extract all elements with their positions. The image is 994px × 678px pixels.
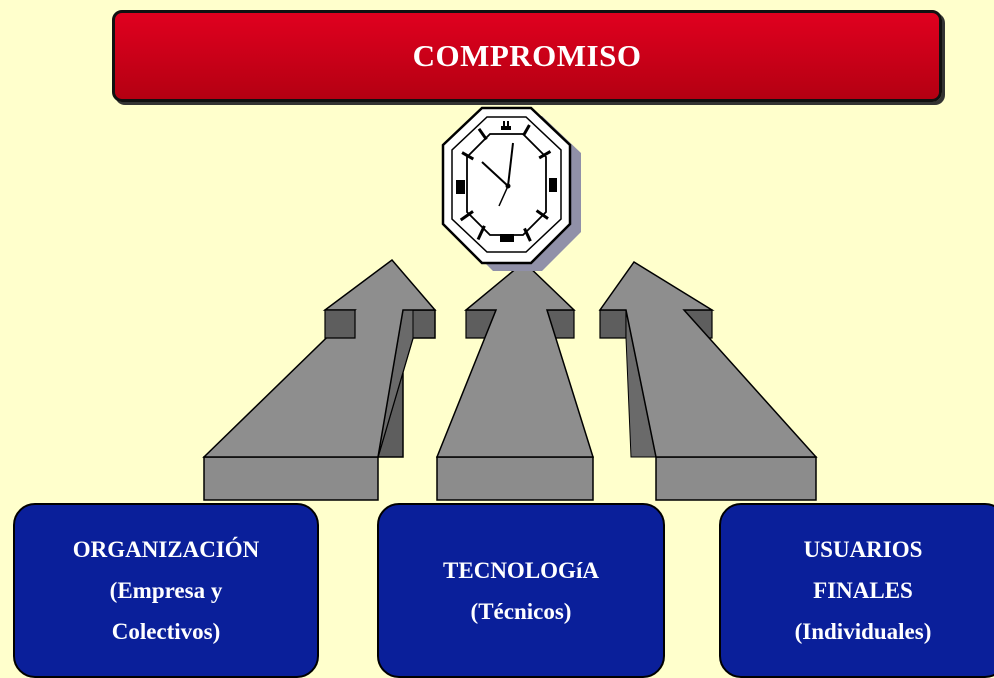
technology-box: TECNOLOGíA (Técnicos) [377, 503, 665, 678]
commitment-banner: COMPROMISO [112, 10, 942, 102]
arrow-center [435, 260, 595, 501]
technology-title: TECNOLOGíA [443, 557, 599, 583]
organization-box: ORGANIZACIÓN (Empresa y Colectivos) [13, 503, 319, 678]
arrow-right [598, 260, 818, 501]
end-users-title-1: USUARIOS [803, 537, 923, 562]
end-users-box: USUARIOS FINALES (Individuales) [719, 503, 994, 678]
organization-title: ORGANIZACIÓN [72, 537, 260, 562]
technology-subtitle: (Técnicos) [470, 598, 572, 624]
clock-icon [441, 106, 581, 271]
arrow-left [202, 258, 437, 501]
banner-title: COMPROMISO [412, 38, 642, 73]
end-users-title-2: FINALES [813, 578, 913, 603]
end-users-subtitle: (Individuales) [794, 619, 932, 644]
organization-subtitle-1: (Empresa y [109, 578, 223, 603]
organization-subtitle-2: Colectivos) [111, 619, 221, 644]
